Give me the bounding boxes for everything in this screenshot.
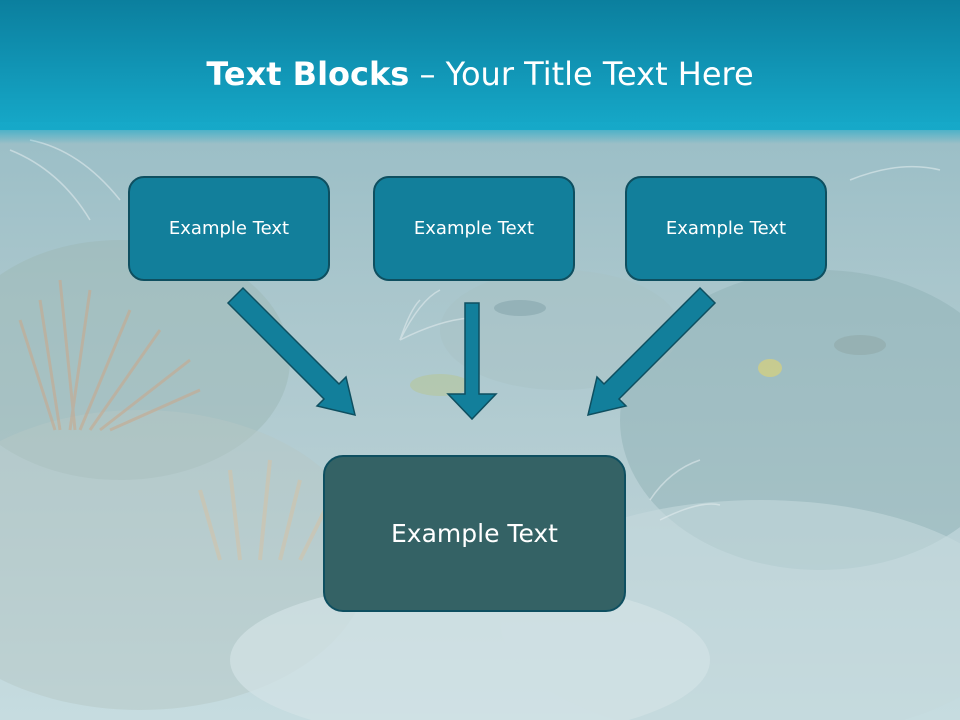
title-separator: – [409,55,446,93]
text-box-bottom-label: Example Text [391,519,558,548]
title-banner [0,0,960,130]
title-banner-fade [0,122,960,144]
text-box-top-right[interactable]: Example Text [625,176,827,281]
text-box-top-left-label: Example Text [168,218,290,239]
title-rest: Your Title Text Here [445,55,754,93]
text-box-top-right-label: Example Text [665,218,787,239]
title-bold-part: Text Blocks [206,55,410,93]
arrow-top-center-to-bottom [446,302,498,421]
text-box-bottom[interactable]: Example Text [323,455,626,612]
slide-title: Text Blocks – Your Title Text Here [0,52,960,96]
text-box-top-center[interactable]: Example Text [373,176,575,281]
arrow-top-left-to-bottom [226,286,357,417]
arrow-top-right-to-bottom [586,286,717,417]
text-box-top-left[interactable]: Example Text [128,176,330,281]
text-box-top-center-label: Example Text [413,218,535,239]
